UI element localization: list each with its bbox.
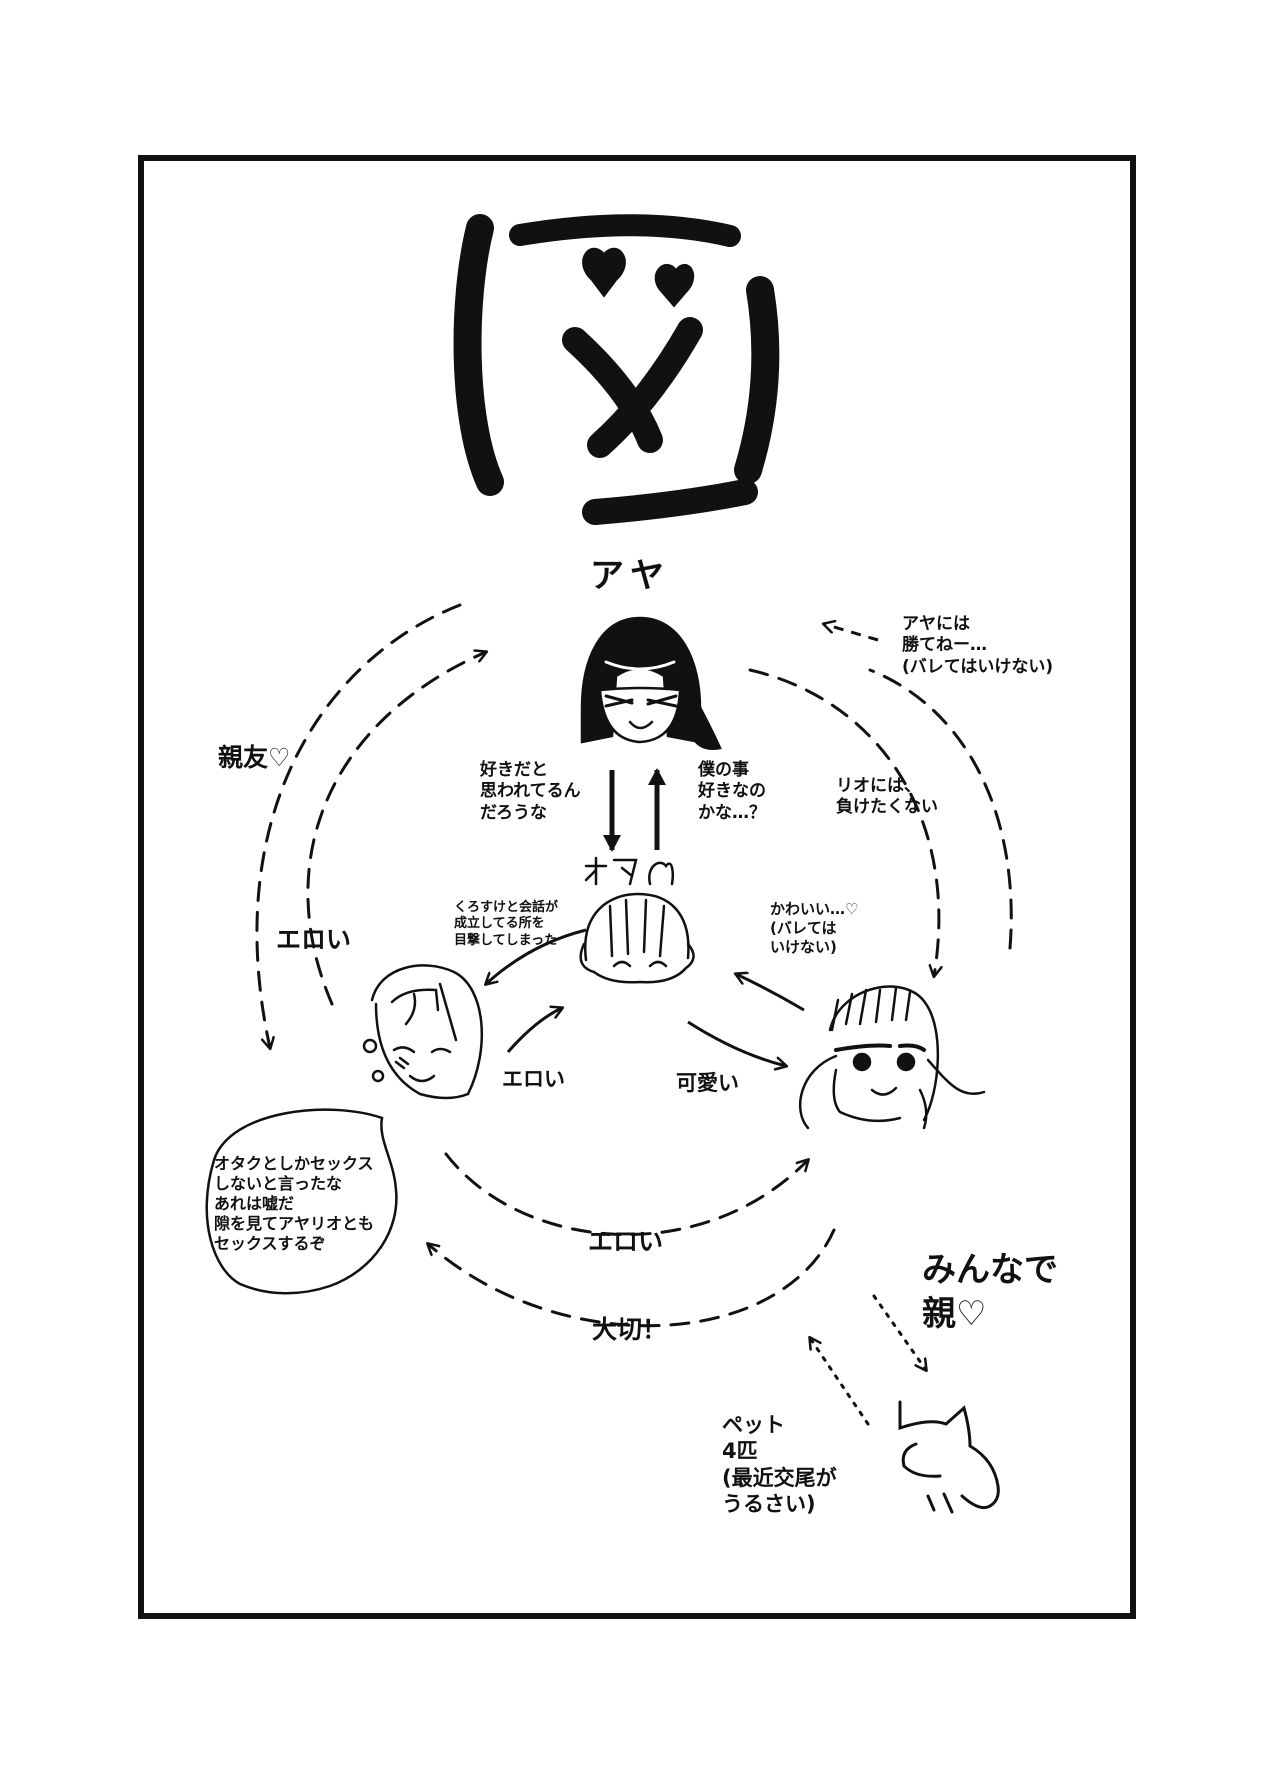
label-pets: ペット 4匹 (最近交尾が うるさい) [722, 1413, 837, 1516]
panel-frame [138, 155, 1136, 1619]
arrow-rio-to-kurosuke [736, 974, 805, 1012]
arrow-kurosuke-to-rio [687, 1020, 786, 1066]
label-eroi-left: エロい [276, 925, 352, 954]
label-ari-to-rio: エロい [588, 1227, 664, 1256]
title-emblem [453, 214, 780, 525]
ari-speech-text: オタクとしかセックス しないと言ったな あれは嘘だ 隙を見てアヤリオとも セック… [214, 1154, 375, 1253]
pet-cat [898, 1400, 1000, 1514]
aya-name: アヤ [590, 556, 670, 596]
kurosuke-face [579, 892, 695, 984]
label-kurosuke-to-ari: くろすけと会話が 成立してる所を 目撃してしまった [454, 900, 559, 948]
ari-speech-bubble [205, 1108, 398, 1295]
arc-rio-to-aya [868, 668, 1013, 950]
label-ari-to-kurosuke: エロい [502, 1067, 565, 1091]
aya-face [580, 616, 722, 750]
label-aya-to-kurosuke: 好きだと 思われてるん だろうな [480, 760, 581, 823]
label-shinyu: 親友♡ [218, 743, 291, 772]
arc-aya-to-rio [748, 668, 939, 976]
arc-aya-to-ari-outer [255, 603, 462, 1048]
label-aya-to-rio: アヤには 勝てねー… (バレてはいけない) [902, 614, 1054, 677]
label-rio-to-kurosuke: かわいい…♡ (バレては いけない) [770, 900, 859, 956]
arc-ari-to-rio [444, 1152, 808, 1236]
ari-face [362, 964, 483, 1100]
label-pets-to-all: みんなで 親♡ [922, 1250, 1058, 1335]
arrow-ari-to-kurosuke [506, 1008, 562, 1053]
arc-rio-to-ari [428, 1228, 836, 1328]
label-kurosuke-to-aya: 僕の事 好きなの かな…？ [698, 760, 766, 823]
kurosuke-name-scribble [584, 856, 674, 886]
label-kurosuke-to-rio: 可愛い [676, 1071, 739, 1095]
rio-face [799, 985, 986, 1130]
arc-ari-to-aya-inner [306, 652, 486, 1006]
arc-rio-to-aya-head [824, 624, 879, 642]
arrow-all-to-pets [872, 1294, 926, 1370]
title-glyph: 図 [20, 20, 21, 21]
label-rio-to-aya: リオには、 負けたくない [836, 776, 938, 818]
arrow-kurosuke-to-ari [486, 928, 587, 984]
label-rio-to-ari: 大切！ [592, 1315, 668, 1344]
